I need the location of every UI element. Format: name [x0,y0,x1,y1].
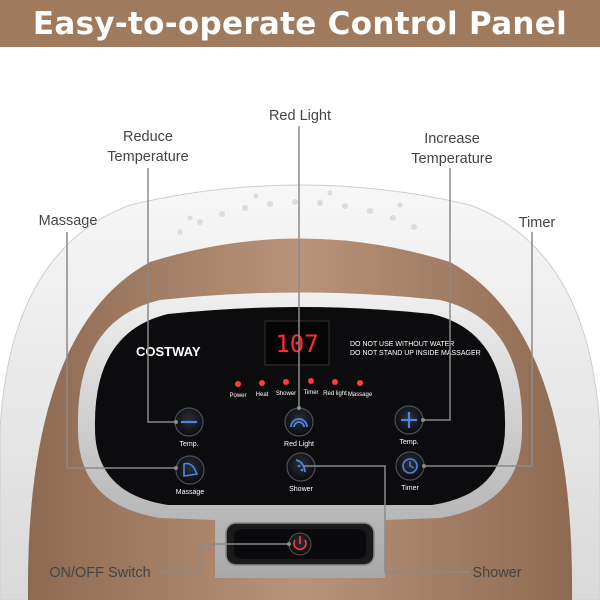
svg-text:Timer: Timer [401,485,419,492]
foot-icon [183,462,199,477]
indicator-label: Heat [256,392,269,398]
led-display [264,320,330,366]
indicator-led [332,379,338,385]
red-light-icon [290,418,308,428]
svg-text:Temp.: Temp. [399,439,418,446]
brand-logo: COSTWAY [136,344,201,359]
indicator-label: Shower [276,391,296,397]
timer-button[interactable]: Timer [395,451,425,492]
callout-red-light: Red Light [268,108,332,124]
callout-label: Temperature [107,149,189,165]
rim-dots [177,190,417,235]
indicator-label: Red light [323,391,347,397]
callout-label: Temperature [411,151,493,167]
callout-label: Increase [424,131,480,147]
massage-button[interactable]: Massage [175,455,205,496]
indicator-led [357,380,363,386]
warning-line-2: DO NOT STAND UP INSIDE MASSAGER [350,350,481,357]
warning-line-1: DO NOT USE WITHOUT WATER [350,341,454,348]
svg-text:Massage: Massage [176,489,205,496]
svg-text:Red Light: Red Light [284,441,314,448]
display-value: 107 [275,330,318,358]
callout-dots [174,406,426,546]
indicator-label: Power [229,393,246,399]
svg-text:Shower: Shower [289,486,313,493]
indicator-led [283,379,289,385]
callout-massage: Massage [38,213,98,229]
callout-lines [66,126,533,573]
callout-timer: Timer [518,215,556,231]
shower-button[interactable]: Shower [286,452,316,493]
temp-down-button[interactable]: Temp. [174,407,204,448]
indicator-led [235,381,241,387]
power-button[interactable] [288,532,312,556]
indicator-label: Massage [348,392,373,398]
callout-reduce-temperature: Reduce Temperature [98,127,198,167]
indicator-label: Timer [303,390,318,396]
indicator-led [259,380,265,386]
callout-label: Reduce [123,129,173,145]
callout-increase-temperature: Increase Temperature [402,129,502,169]
callout-shower: Shower [472,565,522,581]
svg-text:Temp.: Temp. [179,441,198,448]
clock-icon [402,458,418,474]
page-title: Easy-to-operate Control Panel [32,5,568,42]
power-icon [293,539,307,551]
red-light-button[interactable]: Red Light [284,407,314,448]
indicator-lights [235,378,363,387]
indicator-led [308,378,314,384]
title-banner: Easy-to-operate Control Panel [0,0,600,47]
shower-icon [295,459,306,473]
callout-onoff-switch: ON/OFF Switch [49,565,151,581]
